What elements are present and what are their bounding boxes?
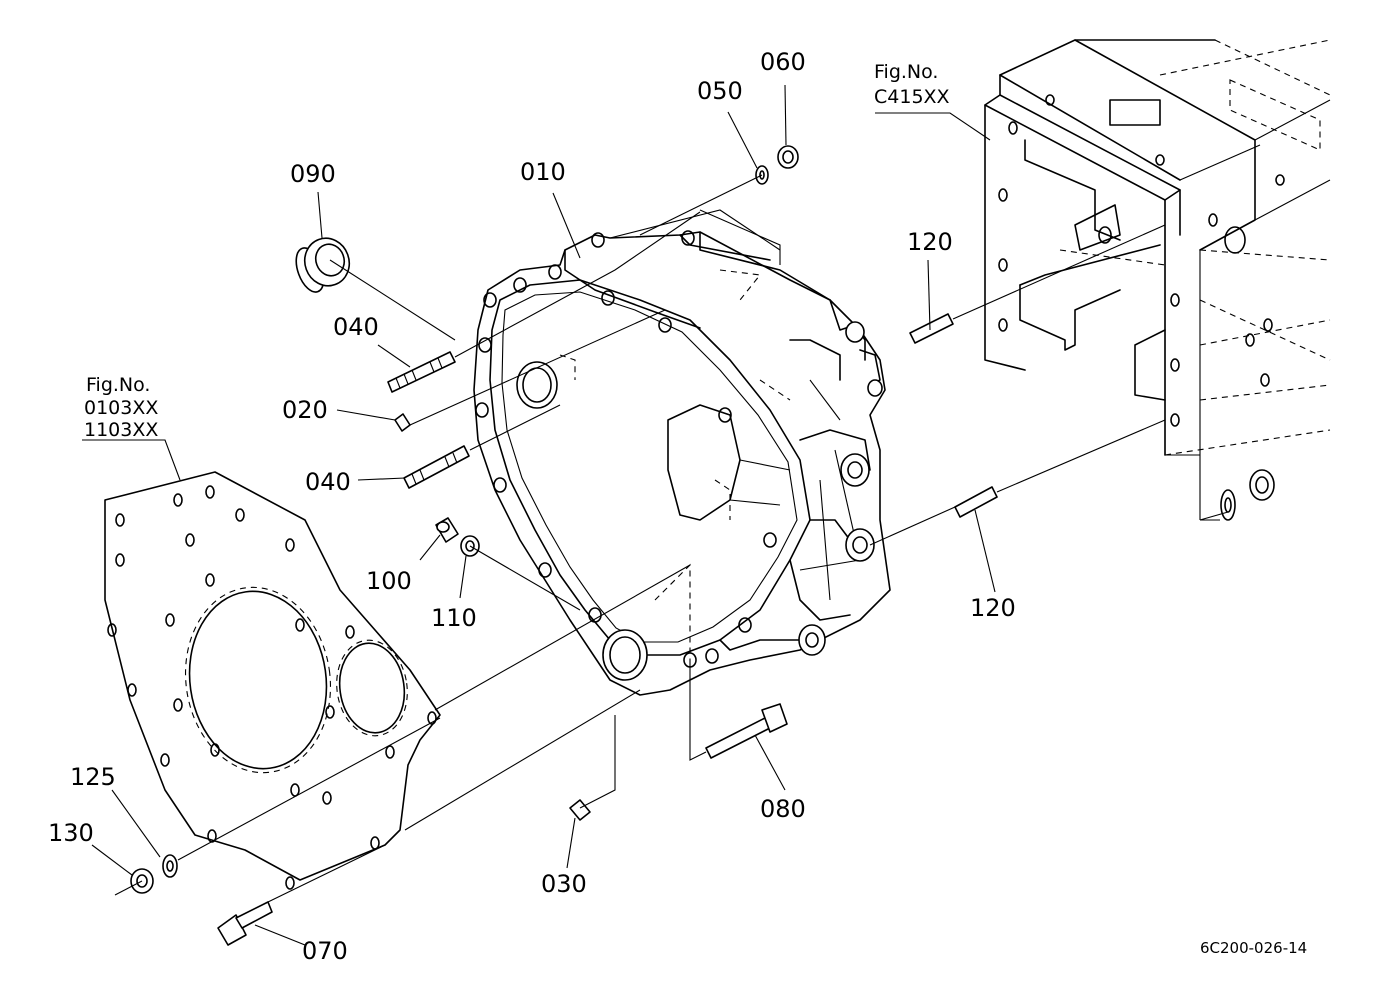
fig-ref-engine-label: Fig.No. xyxy=(86,374,150,396)
label-030: 030 xyxy=(541,870,587,898)
label-120-upper: 120 xyxy=(907,228,953,256)
fig-ref-frame-label: Fig.No. xyxy=(874,61,938,83)
label-125: 125 xyxy=(70,763,116,791)
label-040-upper: 040 xyxy=(333,313,379,341)
label-050: 050 xyxy=(697,77,743,105)
label-110: 110 xyxy=(431,604,477,632)
label-060: 060 xyxy=(760,48,806,76)
pin-030 xyxy=(569,799,591,821)
nut-060 xyxy=(777,145,799,169)
frame-assembly xyxy=(984,39,1331,521)
label-040-lower: 040 xyxy=(305,468,351,496)
drawing-code: 6C200-026-14 xyxy=(1200,939,1307,957)
washer-125 xyxy=(162,854,178,878)
pin-020 xyxy=(394,413,411,432)
engine-plate xyxy=(104,471,441,890)
washer-050 xyxy=(755,165,769,185)
stud-040-upper xyxy=(387,351,456,393)
callout-leaders xyxy=(82,84,996,946)
bolt-100 xyxy=(435,517,459,543)
label-100: 100 xyxy=(366,567,412,595)
fig-ref-frame-code: C415XX xyxy=(874,86,950,108)
bolt-080 xyxy=(705,703,788,759)
clutch-housing xyxy=(473,209,891,696)
stud-040-lower xyxy=(403,445,470,489)
label-080: 080 xyxy=(760,795,806,823)
plug-part-090 xyxy=(295,237,351,293)
stud-120-lower xyxy=(954,486,998,518)
label-130: 130 xyxy=(48,819,94,847)
label-120-lower: 120 xyxy=(970,594,1016,622)
stud-120-upper xyxy=(909,313,954,344)
label-070: 070 xyxy=(302,937,348,965)
fig-ref-engine-code-2: 1103XX xyxy=(84,419,158,441)
bolt-070 xyxy=(217,901,273,946)
label-010: 010 xyxy=(520,158,566,186)
label-090: 090 xyxy=(290,160,336,188)
assembly-lines xyxy=(114,174,1166,903)
fig-ref-engine-code-1: 0103XX xyxy=(84,397,158,419)
label-020: 020 xyxy=(282,396,328,424)
